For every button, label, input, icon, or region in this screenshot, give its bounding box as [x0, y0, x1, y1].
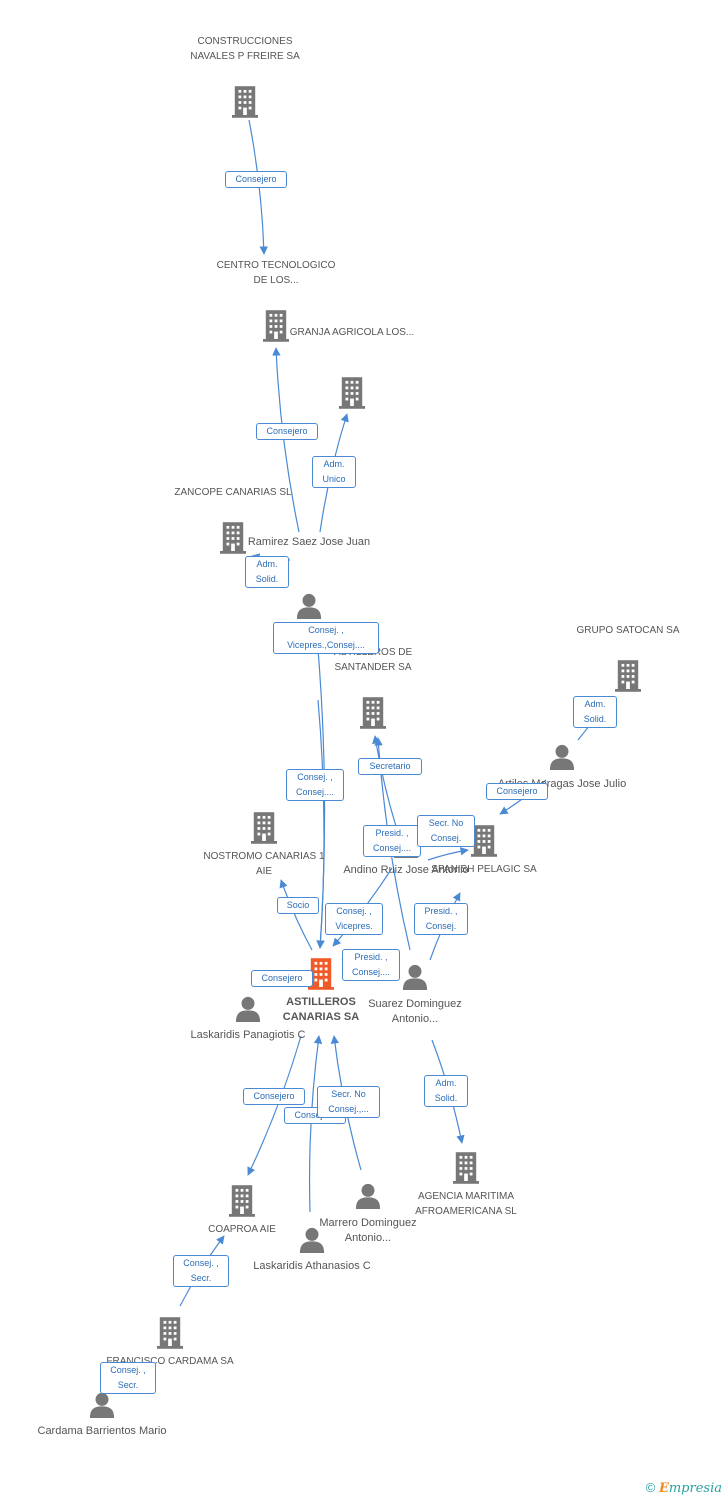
edge-label-andino-to-spanish_pelagic[interactable]: Secr. No Consej. [417, 815, 475, 847]
edge-label-ramirez-to-zancope[interactable]: Adm. Solid. [245, 556, 289, 588]
granja-building-icon[interactable] [339, 377, 365, 409]
edge-ramirez-to-centro [272, 347, 300, 533]
empresia-logo[interactable]: Empresia [658, 1481, 722, 1496]
edge-label-marrero-to-astilleros_canarios[interactable]: Secr. No Consej.,... [317, 1086, 380, 1118]
edge-label-ramirez-to-astilleros_canarios[interactable]: Consej. , Consej.... [286, 769, 344, 801]
edge-label-suarez-to-spanish_pelagic[interactable]: Presid. , Consej. [414, 903, 468, 935]
edge-label-ramirez-to-granja[interactable]: Adm. Unico [312, 456, 356, 488]
francisco-label[interactable]: FRANCISCO CARDAMA SA [106, 1356, 234, 1367]
copyright-symbol: © [645, 1480, 656, 1495]
francisco-building-icon[interactable] [157, 1317, 183, 1349]
edge-ramirez-to-astilleros_canarios [316, 699, 325, 949]
spanish-pelagic-label[interactable]: SPANISH PELAGIC SA [431, 864, 537, 875]
coaproa-building-icon[interactable] [229, 1185, 255, 1217]
marrero-person-icon[interactable] [355, 1183, 381, 1209]
cardama-label[interactable]: Cardama Barrientos Mario [37, 1425, 167, 1437]
zancope-label[interactable]: ZANCOPE CANARIAS SL [174, 487, 292, 498]
edge-astilleros_canarios-to-coaproa [247, 1035, 302, 1176]
laskaridis-p-label[interactable]: Laskaridis Panagiotis C [190, 1029, 306, 1041]
construcciones-building-icon[interactable] [232, 86, 258, 118]
edge-label-astilleros_canarios-to-nostromo[interactable]: Socio [277, 897, 319, 914]
nostromo-label[interactable]: NOSTROMO CANARIAS 1 AIE [203, 851, 325, 877]
laskaridis-a-label[interactable]: Laskaridis Athanasios C [253, 1260, 371, 1272]
edge-label-construcciones-to-centro[interactable]: Consejero [225, 171, 287, 188]
ramirez-person-icon[interactable] [296, 593, 322, 619]
construcciones-label[interactable]: CONSTRUCCIONES NAVALES P FREIRE SA [190, 36, 300, 62]
edge-label-artiles-to-spanish_pelagic[interactable]: Consejero [486, 783, 548, 800]
edge-label-laskaridis_p-to-astilleros_canarios[interactable]: Consejero [251, 970, 313, 987]
cardama-person-icon[interactable] [89, 1392, 115, 1418]
coaproa-label[interactable]: COAPROA AIE [208, 1224, 276, 1235]
edge-label-suarez-to-agencia[interactable]: Adm. Solid. [424, 1075, 468, 1107]
zancope-building-icon[interactable] [220, 522, 246, 554]
edge-label-cardama-to-francisco[interactable]: Consej. , Secr. [100, 1362, 156, 1394]
centro-building-icon[interactable] [263, 310, 289, 342]
edge-label-andino-to-astilleros_santander[interactable]: Secretario [358, 758, 422, 775]
astilleros-santander-building-icon[interactable] [360, 697, 386, 729]
grupo-satocan-label[interactable]: GRUPO SATOCAN SA [576, 625, 680, 636]
edge-label-astilleros_canarios-to-coaproa[interactable]: Consejero [243, 1088, 305, 1105]
granja-label[interactable]: GRANJA AGRICOLA LOS... [289, 327, 415, 338]
edge-label-francisco-to-coaproa[interactable]: Consej. , Secr. [173, 1255, 229, 1287]
astilleros-canarios-label[interactable]: ASTILLEROS CANARIAS SA [282, 996, 360, 1023]
edge-label-andino-to-astilleros_canarios[interactable]: Consej. , Vicepres. [325, 903, 383, 935]
suarez-person-icon[interactable] [402, 964, 428, 990]
marrero-label[interactable]: Marrero Dominguez Antonio... [319, 1217, 417, 1244]
nostromo-building-icon[interactable] [251, 812, 277, 844]
footer-brand: © Empresia [646, 1480, 722, 1496]
artiles-person-icon[interactable] [549, 744, 575, 770]
suarez-label[interactable]: Suarez Dominguez Antonio... [368, 998, 462, 1025]
edge-label-artiles-to-grupo_satocan[interactable]: Adm. Solid. [573, 696, 617, 728]
centro-label[interactable]: CENTRO TECNOLOGICO DE LOS... [216, 260, 336, 286]
grupo-satocan-building-icon[interactable] [615, 660, 641, 692]
edge-label-suarez-to-astilleros_canarios[interactable]: Presid. , Consej.... [342, 949, 400, 981]
edge-astilleros_canarios-to-nostromo [279, 879, 313, 951]
edge-label-ramirez-to-astilleros_canarios[interactable]: Consej. , Vicepres.,Consej.... [273, 622, 379, 654]
edge-label-ramirez-to-centro[interactable]: Consejero [256, 423, 318, 440]
agencia-building-icon[interactable] [453, 1152, 479, 1184]
edge-label-suarez-to-astilleros_santander[interactable]: Presid. , Consej.... [363, 825, 421, 857]
edge-laskaridis_a-to-astilleros_canarios [308, 1035, 323, 1213]
edge-andino-to-spanish_pelagic [427, 847, 469, 861]
agencia-label[interactable]: AGENCIA MARITIMA AFROAMERICANA SL [415, 1191, 517, 1217]
andino-label[interactable]: Andino Ruiz Jose Antonio [343, 864, 469, 876]
ramirez-label[interactable]: Ramirez Saez Jose Juan [247, 536, 371, 548]
